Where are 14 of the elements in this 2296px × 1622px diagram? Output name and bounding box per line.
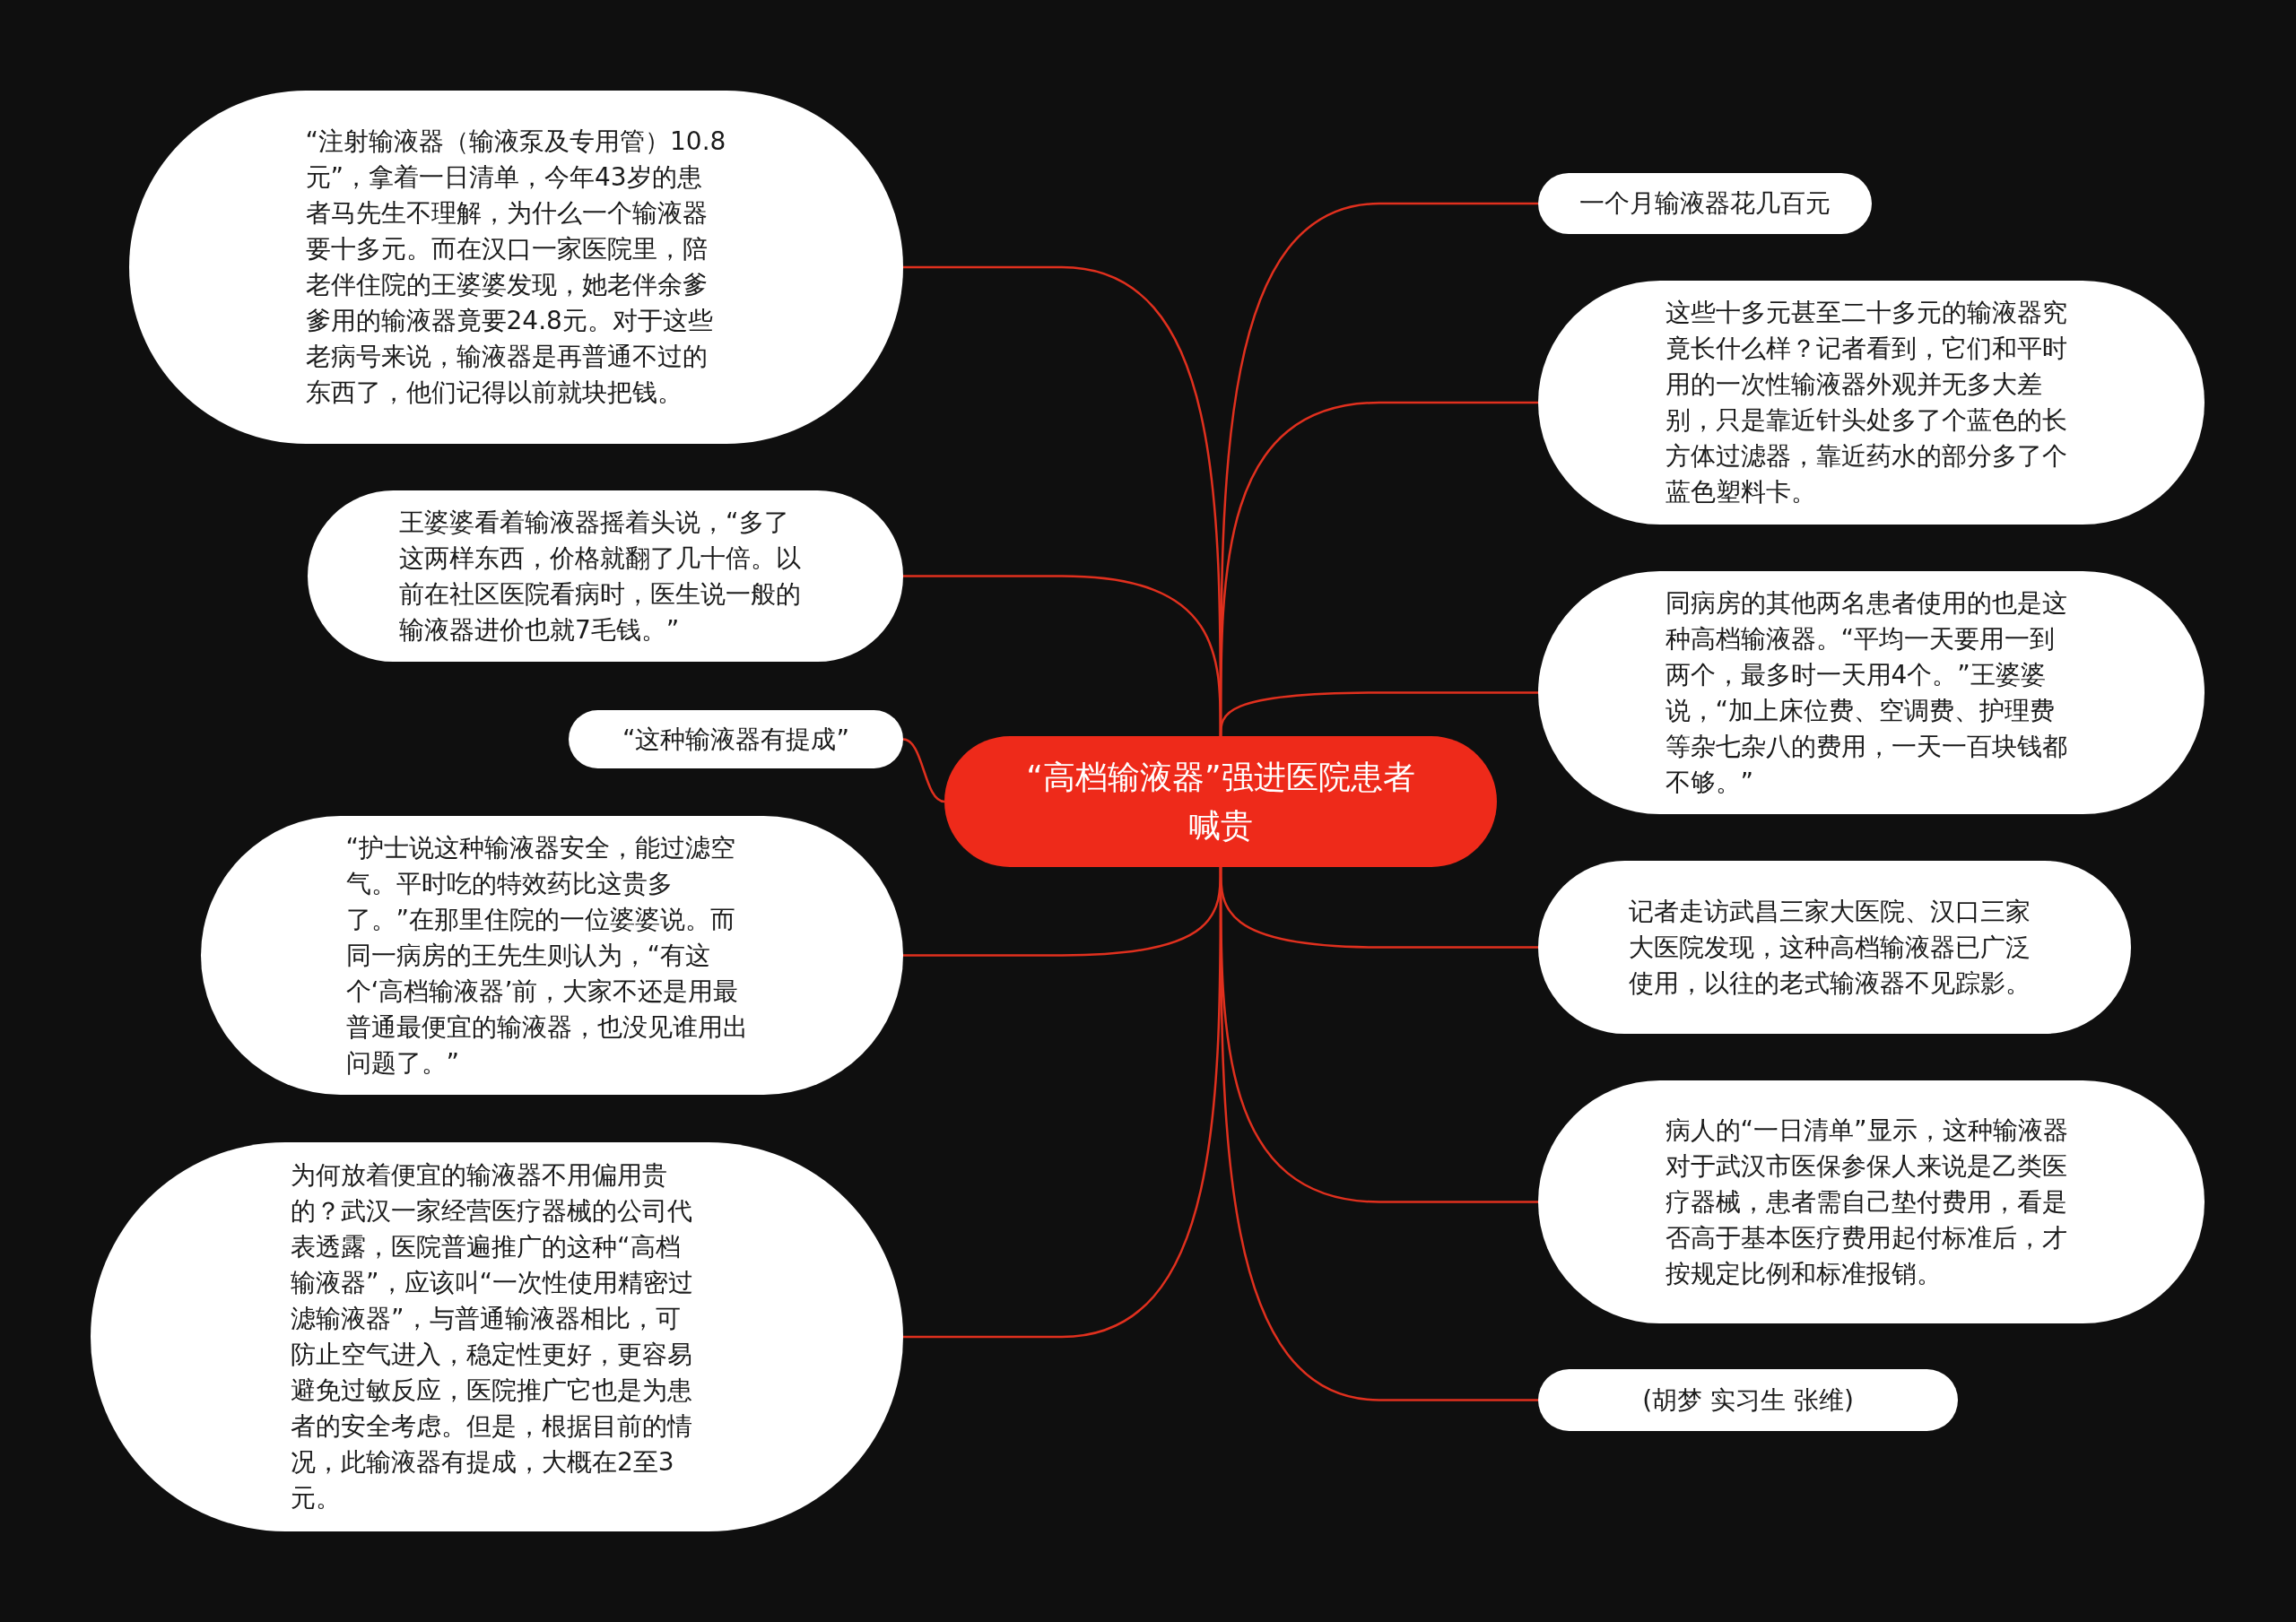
node-text: “注射输液器（输液泵及专用管）10.8元”，拿着一日清单，今年43岁的患者马先生不理解，为什么一个输液器要十多元。而在汉口一家医院里，陪老伴住院的王婆婆发现，她老伴余爹爹用的输液器竟要24.8元。对于这些老病号来说，输液器是再普通不过的东西了，他们记得以前就块把钱。 — [305, 126, 727, 409]
node-text: 一个月输液器花几百元 — [1579, 187, 1831, 220]
node-text: 病人的“一日清单”显示，这种输液器对于武汉市医保参保人来说是乙类医疗器械，患者需自己垫付费用，看是否高于基本医疗费用起付标准后，才按规定比例和标准报销。 — [1665, 1114, 2069, 1290]
connector-line — [902, 738, 945, 803]
node-text: 同病房的其他两名患者使用的也是这种高档输液器。“平均一天要用一到两个，最多时一天用4个。”王婆婆说，“加上床位费、空调费、护理费等杂七杂八的费用，一天一百块钱都不够。” — [1665, 586, 2068, 799]
node-text: “护士说这种输液器安全，能过滤空气。平时吃的特效药比这贵多了。”在那里住院的一位婆婆说。而同一病房的王先生则认为，“有这个‘高档输液器’前，大家不还是用最普通最便宜的输液器，也没见谁用出问题了。” — [345, 831, 749, 1080]
node-text: 这些十多元甚至二十多元的输液器究竟长什么样？记者看到，它们和平时用的一次性输液器外观并无多大差别，只是靠近针头处多了个蓝色的长方体过滤器，靠近药水的部分多了个蓝色塑料卡。 — [1665, 297, 2068, 508]
node-text: “高档输液器”强进医院患者喊贵 — [1025, 758, 1416, 846]
node-text: 为何放着便宜的输液器不用偏用贵的？武汉一家经营医疗器械的公司代表透露，医院普遍推广的这种“高档输液器”，应该叫“一次性使用精密过滤输液器”，与普通输液器相比，可防止空气进入，稳定性更好，更容易避免过敏反应，医院推广它也是为患者的安全考虑。但是，根据目前的情况，此输液器有提成，大概在2至3元。 — [291, 1159, 694, 1514]
connector-line — [1219, 691, 1538, 737]
node-text: 记者走访武昌三家大医院、汉口三家大医院发现，这种高档输液器已广泛使用，以往的老式输液器不见踪影。 — [1628, 895, 2031, 1000]
node-text: “这种输液器有提成” — [622, 723, 849, 756]
node-text: (胡梦 实习生 张维) — [1642, 1383, 1854, 1417]
node-text: 王婆婆看着输液器摇着头说，“多了这两样东西，价格就翻了几十倍。以前在社区医院看病时，医生说一般的输液器进价也就7毛钱。” — [399, 506, 802, 646]
